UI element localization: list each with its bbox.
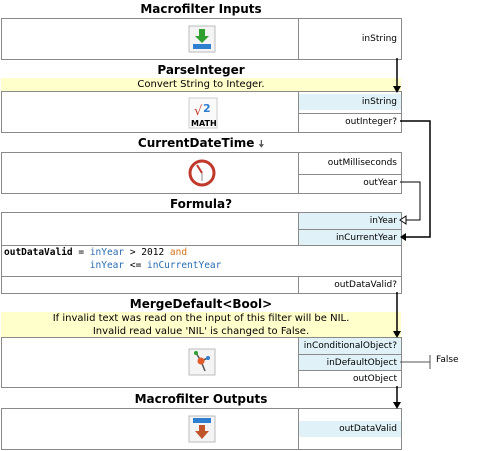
wire-outinteger-arrow <box>400 233 406 241</box>
port-inString[interactable]: inString <box>361 34 397 44</box>
mergedefault-note: If invalid text was read on the input of… <box>1 312 401 338</box>
macrofilter-outputs-title: Macrofilter Outputs <box>134 392 268 406</box>
svg-text:√: √ <box>194 104 203 119</box>
wire-outyear-arrow <box>399 215 407 225</box>
arrow-down-icon: 🠇 <box>258 139 265 150</box>
port-outDataValid-output[interactable]: outDataValid <box>299 421 401 437</box>
port-outObject[interactable]: outObject <box>299 370 401 386</box>
input-arrow-icon <box>188 25 216 53</box>
port-outYear[interactable]: outYear <box>299 174 401 190</box>
port-inString-parse[interactable]: inString <box>299 94 401 110</box>
parseinteger-title: ParseInteger <box>157 63 245 77</box>
currentdatetime-title-row: CurrentDateTime 🠇 <box>1 134 401 152</box>
default-value-label[interactable]: False <box>436 355 459 365</box>
port-inConditionalObject[interactable]: inConditionalObject? <box>299 338 401 354</box>
wire-instring-arrow <box>393 86 401 93</box>
wire-outyear <box>400 181 421 221</box>
mergedefault-note-line2: Invalid read value 'NIL' is changed to F… <box>92 326 310 337</box>
wire-outinteger <box>400 120 431 238</box>
formula-code-line2: inYear <= inCurrentYear <box>89 260 222 271</box>
port-outMilliseconds[interactable]: outMilliseconds <box>327 158 397 168</box>
parseinteger-note: Convert String to Integer. <box>1 78 401 91</box>
port-outDataValid[interactable]: outDataValid? <box>334 280 397 290</box>
wire-outdatavalid-arrow <box>393 331 401 338</box>
mergedefault-title: MergeDefault<Bool> <box>129 297 273 311</box>
parseinteger-block[interactable]: √ 2 MATH inString outInteger? <box>1 91 402 133</box>
macrofilter-inputs-block[interactable]: inString <box>1 18 402 60</box>
math-icon: √ 2 MATH <box>188 97 218 129</box>
formula-title: Formula? <box>169 197 233 211</box>
merge-icon <box>188 348 216 376</box>
currentdatetime-block[interactable]: outMilliseconds outYear <box>1 152 402 194</box>
port-inCurrentYear[interactable]: inCurrentYear <box>299 229 401 245</box>
mergedefault-block[interactable]: inConditionalObject? inDefaultObject out… <box>1 337 402 388</box>
formula-code-line1: outDataValid = inYear > 2012 and <box>4 247 188 258</box>
formula-block[interactable]: inYear inCurrentYear outDataValid = inYe… <box>1 212 402 294</box>
macrofilter-outputs-block[interactable]: outDataValid <box>1 408 402 450</box>
output-arrow-icon <box>188 415 216 443</box>
port-inYear[interactable]: inYear <box>299 213 401 229</box>
wire-outobject-arrow <box>393 402 401 409</box>
currentdatetime-title: CurrentDateTime <box>137 136 255 150</box>
port-inDefaultObject[interactable]: inDefaultObject <box>299 354 401 370</box>
svg-text:MATH: MATH <box>191 119 217 128</box>
macrofilter-inputs-title: Macrofilter Inputs <box>140 2 262 16</box>
mergedefault-note-line1: If invalid text was read on the input of… <box>52 313 350 324</box>
svg-text:2: 2 <box>203 102 211 115</box>
port-outInteger[interactable]: outInteger? <box>299 113 401 129</box>
clock-icon <box>188 159 216 187</box>
